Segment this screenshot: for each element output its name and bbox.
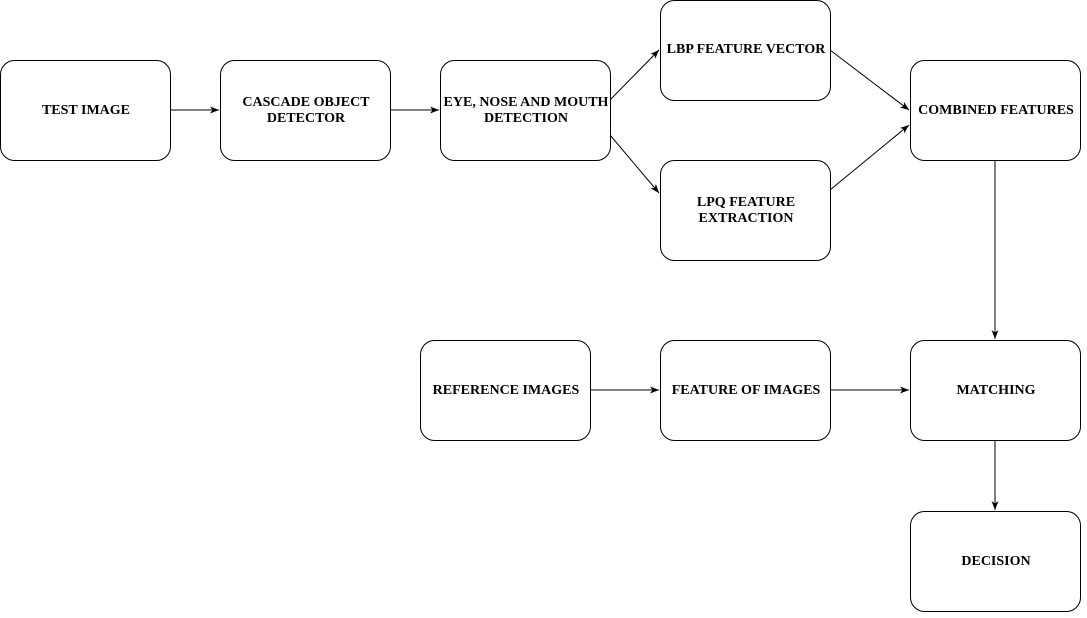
node-cascade-detector-box [220,60,391,161]
node-lpq-feature-extraction: LPQ FEATURE EXTRACTION [696,195,796,226]
node-test-image: TEST IMAGE [41,103,131,118]
node-lbp-feature-vector: LBP FEATURE VECTOR [666,42,826,57]
node-decision: DECISION [961,554,1031,569]
edge-lpq-to-combined-features [829,124,910,191]
edge-eye-nose-mouth-to-lpq [609,134,660,194]
node-reference-images-box [420,340,591,441]
node-combined-features: COMBINED FEATURES [918,103,1074,118]
edge-eye-nose-mouth-to-lbp [609,49,660,101]
node-eye-nose-mouth-box [440,60,611,161]
node-feature-of-images-box [660,340,831,441]
node-combined-features-box [910,60,1081,161]
node-matching-box [910,340,1081,441]
node-reference-images: REFERENCE IMAGES [432,383,580,398]
node-lbp-feature-vector-box [660,0,831,101]
node-test-image-box [0,60,171,161]
edge-lbp-to-combined-features [829,49,910,111]
node-feature-of-images: FEATURE OF IMAGES [671,383,821,398]
node-cascade-detector: CASCADE OBJECT DETECTOR [242,95,370,126]
node-decision-box [910,511,1081,612]
node-eye-nose-mouth: EYE, NOSE AND MOUTH DETECTION [443,95,609,126]
node-matching: MATCHING [956,383,1036,398]
node-lpq-feature-extraction-box [660,160,831,261]
edges [170,49,999,510]
